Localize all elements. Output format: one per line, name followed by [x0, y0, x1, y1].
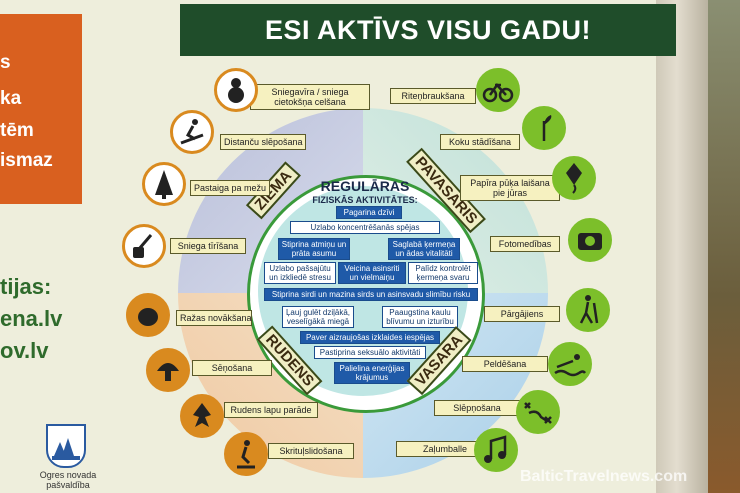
watermark: BalticTravelnews.com	[520, 468, 688, 485]
wooden-post	[656, 0, 708, 493]
benefit-badge: Uzlabo pašsajūtu un izkliedē stresu	[264, 262, 336, 284]
activity-label: Papīra pūķa laišana pie jūras	[460, 175, 560, 201]
benefit-badge: Pagarina dzīvi	[336, 206, 402, 219]
activity-label: Peldēšana	[462, 356, 548, 372]
orange-line: s	[0, 52, 11, 73]
activity-label: Slēpņošana	[434, 400, 520, 416]
bicycle-icon	[476, 68, 520, 112]
orange-info-panel: s ka tēm ismaz	[0, 14, 82, 204]
activity-label: Ražas novākšana	[176, 310, 252, 326]
benefit-badge: Ļauj gulēt dziļākā, veselīgākā miegā	[282, 306, 354, 328]
benefit-badge: Uzlabo koncentrēšanās spējas	[290, 221, 440, 234]
activity-label: Sēņošana	[192, 360, 272, 376]
municipality-caption: Ogres novada pašvaldība	[39, 470, 97, 490]
benefit-badge: Palielina enerģijas krājumus	[334, 362, 410, 384]
pumpkin-icon	[126, 293, 170, 337]
fir-tree-icon	[142, 162, 186, 206]
benefit-badge: Stiprina atmiņu un prāta asumu	[278, 238, 350, 260]
activity-label: Pārgājiens	[484, 306, 560, 322]
activity-label: Rudens lapu parāde	[224, 402, 318, 418]
treasure-map-icon	[516, 390, 560, 434]
benefit-badge: Stiprina sirdi un mazina sirds un asinsv…	[264, 288, 478, 301]
music-notes-icon	[474, 428, 518, 472]
benefit-badge: Saglabā ķermeņa un ādas vitalitāti	[388, 238, 460, 260]
hiker-icon	[566, 288, 610, 332]
activity-label: Sniegavīra / sniega cietokšņa celšana	[250, 84, 370, 110]
orange-line: tēm	[0, 120, 34, 141]
contacts-line: tijas:	[0, 274, 52, 299]
municipality-crest-icon	[46, 424, 86, 468]
kite-icon	[552, 156, 596, 200]
swimmer-icon	[548, 342, 592, 386]
sign-title: ESI AKTĪVS VISU GADU!	[180, 4, 676, 56]
center-subtitle: FIZISKĀS AKTIVITĀTES:	[312, 195, 418, 205]
skier-icon	[170, 110, 214, 154]
orange-line: ka	[0, 88, 22, 109]
skater-icon	[224, 432, 268, 476]
shovel-icon	[122, 224, 166, 268]
activity-label: Fotomedības	[490, 236, 560, 252]
sapling-icon	[522, 106, 566, 150]
benefit-badge: Palīdz kontrolēt ķermeņa svaru	[408, 262, 478, 284]
benefit-badge: Veicina asinsriti un vielmaiņu	[338, 262, 406, 284]
benefit-badge: Paaugstina kaulu blīvumu un izturību	[382, 306, 458, 328]
contacts-line: ov.lv	[0, 338, 49, 363]
leaf-icon	[180, 394, 224, 438]
benefit-badge: Pastiprina seksuālo aktivitāti	[314, 346, 426, 359]
snowman-icon	[214, 68, 258, 112]
activity-label: Sniega tīrīšana	[170, 238, 246, 254]
benefit-badge: Paver aizraujošas izklaides iespējas	[300, 331, 440, 344]
mushroom-icon	[146, 348, 190, 392]
camera-icon	[568, 218, 612, 262]
orange-line: ismaz	[0, 150, 53, 171]
center-title: REGULĀRAS	[320, 178, 410, 194]
activity-label: Koku stādīšana	[440, 134, 520, 150]
activity-label: Distanču slēpošana	[220, 134, 306, 150]
activity-label: Pastaiga pa mežu	[190, 180, 270, 196]
contacts-line: ena.lv	[0, 306, 63, 331]
activity-label: Riteņbraukšana	[390, 88, 476, 104]
activity-label: Skrituļslidošana	[268, 443, 354, 459]
